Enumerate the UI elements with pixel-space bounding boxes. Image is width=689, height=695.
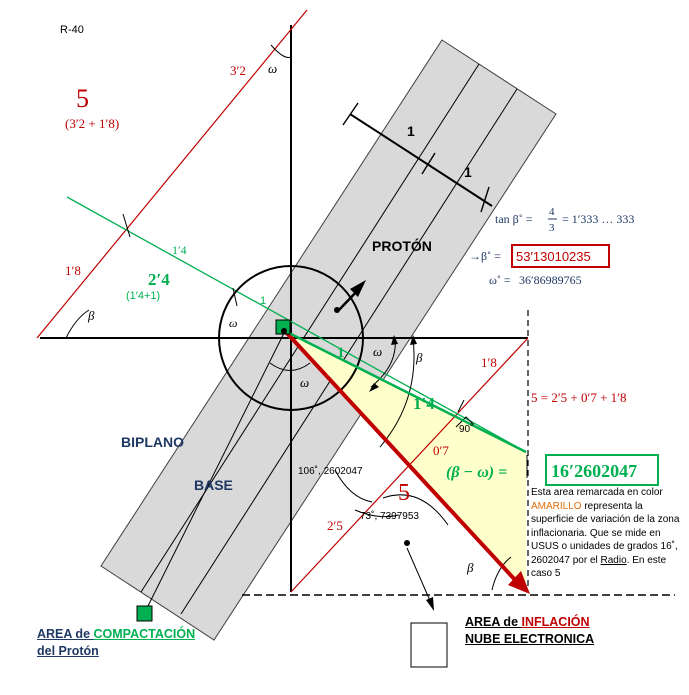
radius-arrow bbox=[283, 329, 519, 584]
annotation-yellow: AMARILLO bbox=[531, 500, 582, 512]
proton-circle bbox=[218, 265, 364, 411]
compaction-line2: del Protón bbox=[37, 644, 99, 658]
proton-label: PROTÓN bbox=[372, 237, 432, 254]
inflation-dot bbox=[404, 540, 410, 546]
green-thick bbox=[284, 329, 527, 454]
tick-1 bbox=[122, 213, 131, 238]
label-one-four-green: 1′4 bbox=[172, 243, 187, 257]
label-five-red: 5 bbox=[398, 480, 410, 506]
annotation-p2: representa la superficie de variación de… bbox=[531, 500, 680, 566]
inflation-prefix: AREA de bbox=[465, 615, 522, 629]
label-angle-106: 106˚, 2602047 bbox=[298, 465, 363, 477]
arc-5-red bbox=[382, 494, 449, 526]
inflation-word: INFLACIÓN bbox=[521, 615, 590, 629]
label-two-four: 2′4 bbox=[148, 270, 170, 289]
label-angle-73: 73˚, 7397953 bbox=[360, 510, 419, 522]
inflation-line2: NUBE ELECTRONICA bbox=[465, 632, 595, 646]
diff-value: 16′2602047 bbox=[551, 461, 637, 481]
label-five-sum: (3′2 + 1′8) bbox=[65, 116, 119, 131]
label-two-four-sum: (1′4+1) bbox=[126, 290, 160, 302]
grey-band bbox=[100, 39, 557, 641]
beta-value: 53′13010235 bbox=[516, 249, 591, 264]
label-one-eight-right: 1′8 bbox=[481, 355, 497, 370]
arc-73 bbox=[354, 509, 400, 518]
compaction-square bbox=[136, 605, 153, 622]
label-five-big: 5 bbox=[76, 84, 89, 113]
label-two-five: 2′5 bbox=[327, 518, 343, 533]
label-one-eight-left: 1′8 bbox=[65, 263, 81, 278]
compaction-prefix: AREA de bbox=[37, 627, 94, 641]
inflation-pointer bbox=[406, 547, 432, 604]
sum-equation: 5 = 2′5 + 0′7 + 1′8 bbox=[531, 390, 627, 405]
red-line-left bbox=[36, 9, 308, 339]
beta-value-box bbox=[511, 244, 610, 268]
label-zero-seven: 0′7 bbox=[433, 443, 449, 458]
radius-arrowhead bbox=[508, 571, 530, 594]
annotation-p1: Esta area remarcada en color bbox=[531, 487, 663, 498]
diff-lhs: (β − ω) = bbox=[446, 464, 507, 481]
arc-arrow-2 bbox=[391, 335, 398, 345]
band-line-1 bbox=[140, 63, 480, 593]
label-one-four-bold: 1′4 bbox=[413, 394, 435, 413]
annotation-p3: . En este caso 5 bbox=[531, 554, 667, 580]
inflation-pointer-head bbox=[426, 597, 434, 611]
compaction-word: COMPACTACIÓN bbox=[93, 627, 196, 641]
beta-arrow: →β˚ = bbox=[469, 249, 501, 263]
omega-left: ω bbox=[229, 316, 237, 330]
band-line-2 bbox=[180, 88, 518, 615]
omega-top: ω bbox=[268, 61, 277, 76]
base-label: BASE bbox=[194, 477, 233, 493]
unit-label-b: 1 bbox=[464, 164, 472, 180]
unit-tick-a bbox=[342, 102, 359, 126]
beta-bottom: β bbox=[466, 560, 474, 575]
omega-lhs: ω˚ = bbox=[489, 273, 511, 287]
unit-tick-c bbox=[480, 186, 490, 213]
arc-beta-bottom bbox=[491, 556, 512, 591]
label-three-two: 3′2 bbox=[230, 63, 246, 78]
tick-2 bbox=[232, 287, 238, 307]
annotation-text: Esta area remarcada en color AMARILLO re… bbox=[531, 486, 683, 581]
arc-beta-right bbox=[379, 337, 415, 448]
arc-arrow-3 bbox=[410, 335, 417, 345]
biplano-label: BIPLANO bbox=[121, 434, 184, 450]
beta-right: β bbox=[415, 350, 423, 365]
omega-right: ω bbox=[373, 344, 382, 359]
label-one-small: 1 bbox=[260, 295, 266, 307]
arc-omega-bottom bbox=[269, 362, 311, 371]
green-line bbox=[66, 196, 527, 453]
proton-arrowhead bbox=[350, 280, 366, 297]
inflation-box bbox=[410, 622, 448, 668]
figure-id: R-40 bbox=[60, 24, 84, 36]
tan-lhs: tan β˚ = bbox=[495, 212, 533, 226]
tick-3 bbox=[457, 399, 465, 413]
label-ninety: 90˚ bbox=[459, 423, 473, 435]
arc-arrow-1 bbox=[369, 383, 379, 392]
frac-num: 4 bbox=[549, 206, 555, 218]
arc-90 bbox=[455, 416, 477, 428]
tan-rhs: = 1′333 … 333 bbox=[562, 212, 634, 226]
arc-106 bbox=[334, 469, 373, 503]
compaction-pointer bbox=[146, 330, 286, 609]
unit-label-a: 1 bbox=[407, 123, 415, 139]
compaction-label: AREA de COMPACTACIÓN del Protón bbox=[37, 626, 195, 660]
frac-den: 3 bbox=[549, 222, 555, 234]
inflation-label: AREA de INFLACIÓN NUBE ELECTRONICA bbox=[465, 614, 594, 648]
omega-value: 36′86989765 bbox=[519, 273, 582, 287]
arc-beta-left bbox=[65, 309, 90, 339]
diff-value-box bbox=[545, 454, 659, 486]
annotation-radio: Radio bbox=[600, 554, 627, 566]
label-one-green-bold: 1 bbox=[337, 345, 345, 361]
omega-bottom: ω bbox=[300, 375, 309, 390]
unit-line bbox=[349, 113, 493, 207]
proton-dot bbox=[334, 307, 340, 313]
beta-left: β bbox=[87, 308, 95, 323]
arc-omega-top bbox=[270, 44, 292, 58]
origin-dot bbox=[281, 328, 287, 334]
unit-tick-b bbox=[421, 152, 436, 175]
